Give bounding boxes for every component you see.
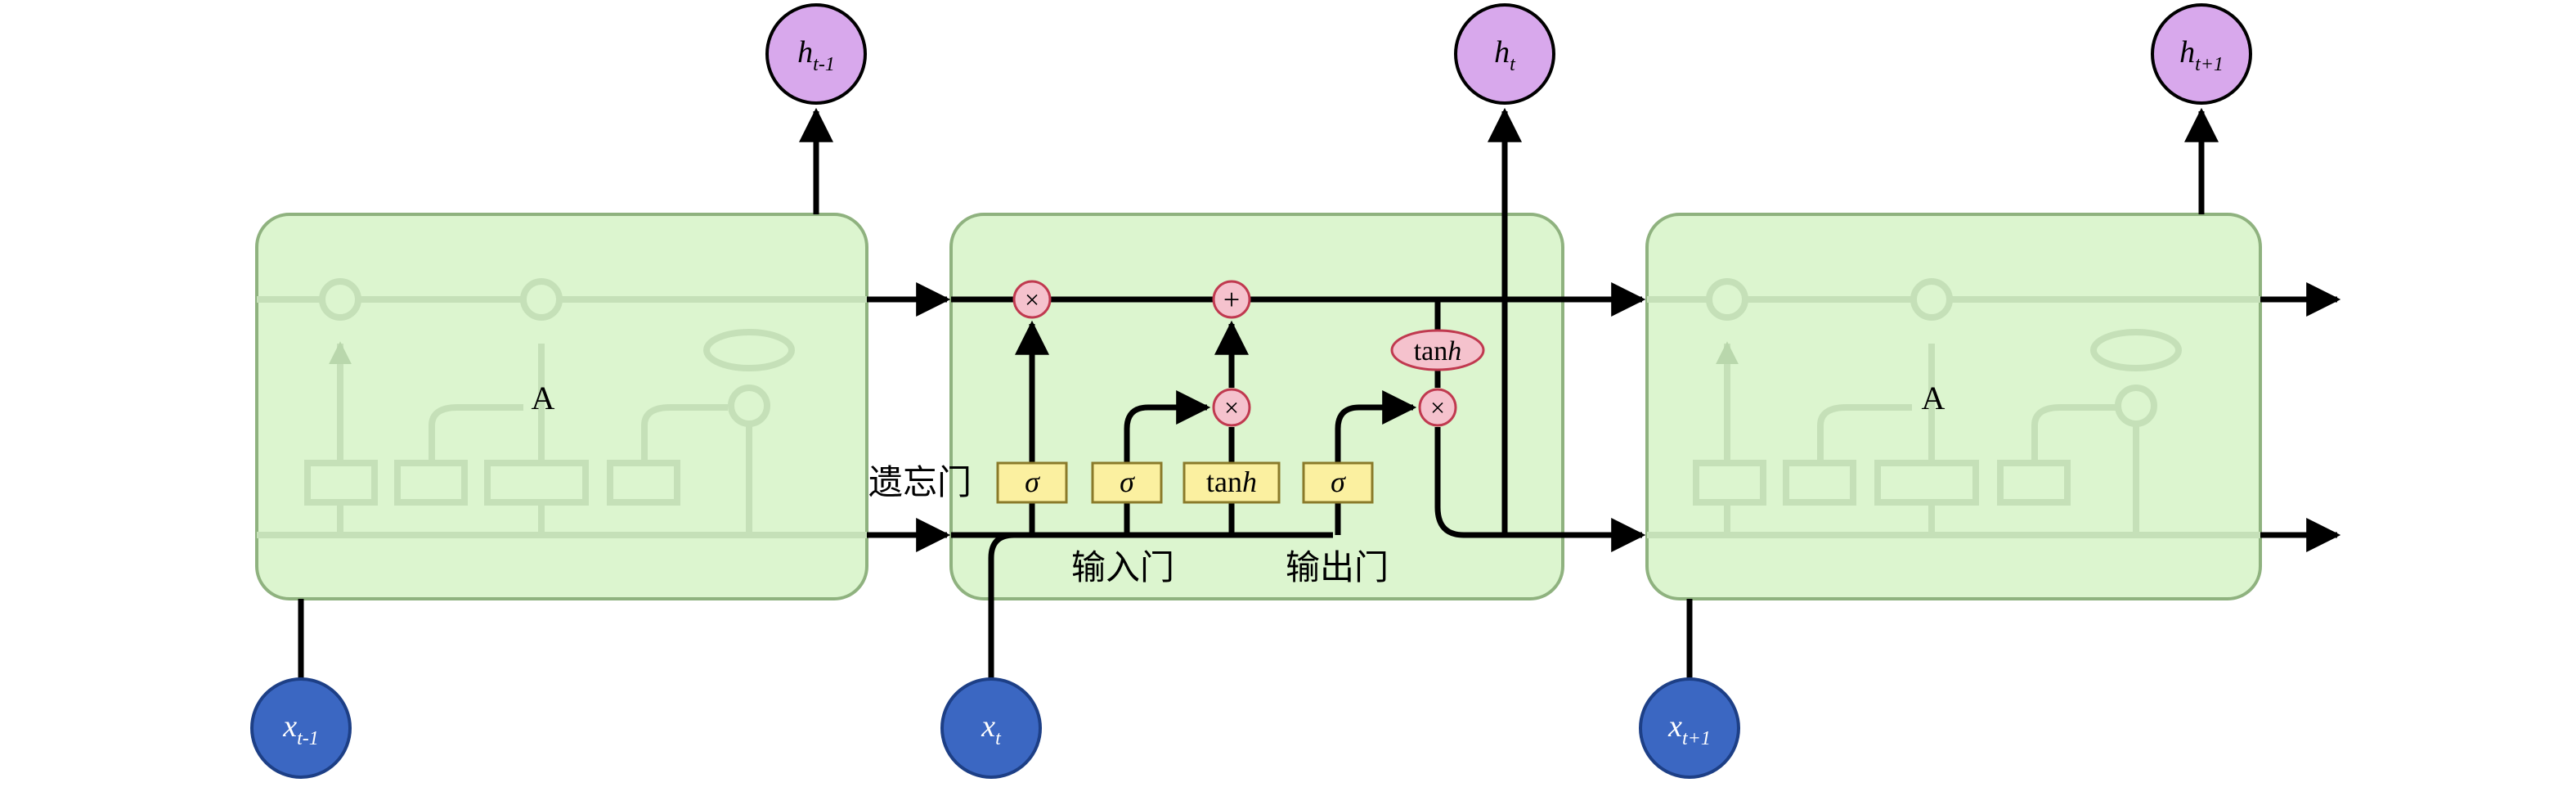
- cell-current: [949, 213, 1564, 600]
- svg-text:×: ×: [1224, 393, 1239, 422]
- forget-gate-sigma: σ: [996, 461, 1068, 504]
- cell-prev-label: A: [532, 380, 555, 416]
- svg-text:ht: ht: [1494, 35, 1516, 75]
- cell-current-internals: [951, 275, 1563, 679]
- output-gate-label: 输出门: [1286, 547, 1389, 587]
- cell-prev-box: [255, 213, 868, 600]
- svg-text:×: ×: [1025, 285, 1039, 314]
- cell-prev: A: [255, 213, 868, 600]
- input-multiply-op: ×: [1212, 388, 1251, 427]
- cell-prev-ghost-internals: [257, 278, 867, 538]
- svg-text:+: +: [1223, 283, 1240, 316]
- cell-next-label: A: [1922, 380, 1945, 416]
- svg-text:xt+1: xt+1: [1667, 709, 1711, 749]
- forget-multiply-op: ×: [1012, 280, 1052, 319]
- output-node-next: ht+1: [2151, 3, 2252, 105]
- cell-next-ghost-internals: [1647, 278, 2260, 538]
- svg-text:xt: xt: [981, 709, 1002, 749]
- svg-text:ht-1: ht-1: [797, 35, 835, 75]
- candidate-gate-tanh: tanh: [1183, 461, 1281, 504]
- cell-tanh-var: h: [1447, 336, 1461, 367]
- input-gate-sigma: σ: [1091, 461, 1163, 504]
- output-node-current: ht: [1454, 3, 1555, 105]
- output-multiply-op: ×: [1418, 388, 1457, 427]
- output-nodes: ht-1 ht ht+1: [765, 3, 2252, 105]
- connections: [298, 107, 2341, 679]
- input-gate-label: 输入门: [1071, 547, 1174, 587]
- svg-text:tanh: tanh: [1206, 465, 1257, 498]
- pointwise-ops: × + × × tanh: [1012, 280, 1485, 427]
- input-node-current: xt: [940, 677, 1042, 779]
- svg-text:×: ×: [1430, 393, 1445, 422]
- input-node-prev: xt-1: [250, 677, 352, 779]
- candidate-tanh-base: tan: [1206, 465, 1242, 498]
- cell-current-box: [949, 213, 1564, 600]
- cell-next-box: [1645, 213, 2262, 600]
- cell-tanh-op: tanh: [1390, 329, 1485, 371]
- svg-text:tanh: tanh: [1414, 336, 1462, 367]
- svg-text:σ: σ: [1331, 465, 1346, 498]
- input-nodes: xt-1 xt xt+1: [250, 677, 1740, 779]
- candidate-tanh-var: h: [1242, 465, 1257, 498]
- svg-text:σ: σ: [1120, 465, 1135, 498]
- cell-tanh-base: tan: [1414, 336, 1448, 367]
- gate-boxes: σ σ tanh σ: [996, 461, 1374, 504]
- svg-text:xt-1: xt-1: [282, 709, 319, 749]
- svg-text:ht+1: ht+1: [2179, 35, 2224, 75]
- cell-next: A: [1645, 213, 2262, 600]
- input-node-next: xt+1: [1639, 677, 1740, 779]
- gate-labels: 遗忘门 输入门 输出门: [868, 462, 1389, 587]
- output-node-prev: ht-1: [765, 3, 867, 105]
- svg-text:σ: σ: [1025, 465, 1040, 498]
- add-op: +: [1212, 280, 1251, 319]
- output-gate-sigma: σ: [1302, 461, 1374, 504]
- forget-gate-label: 遗忘门: [868, 462, 972, 502]
